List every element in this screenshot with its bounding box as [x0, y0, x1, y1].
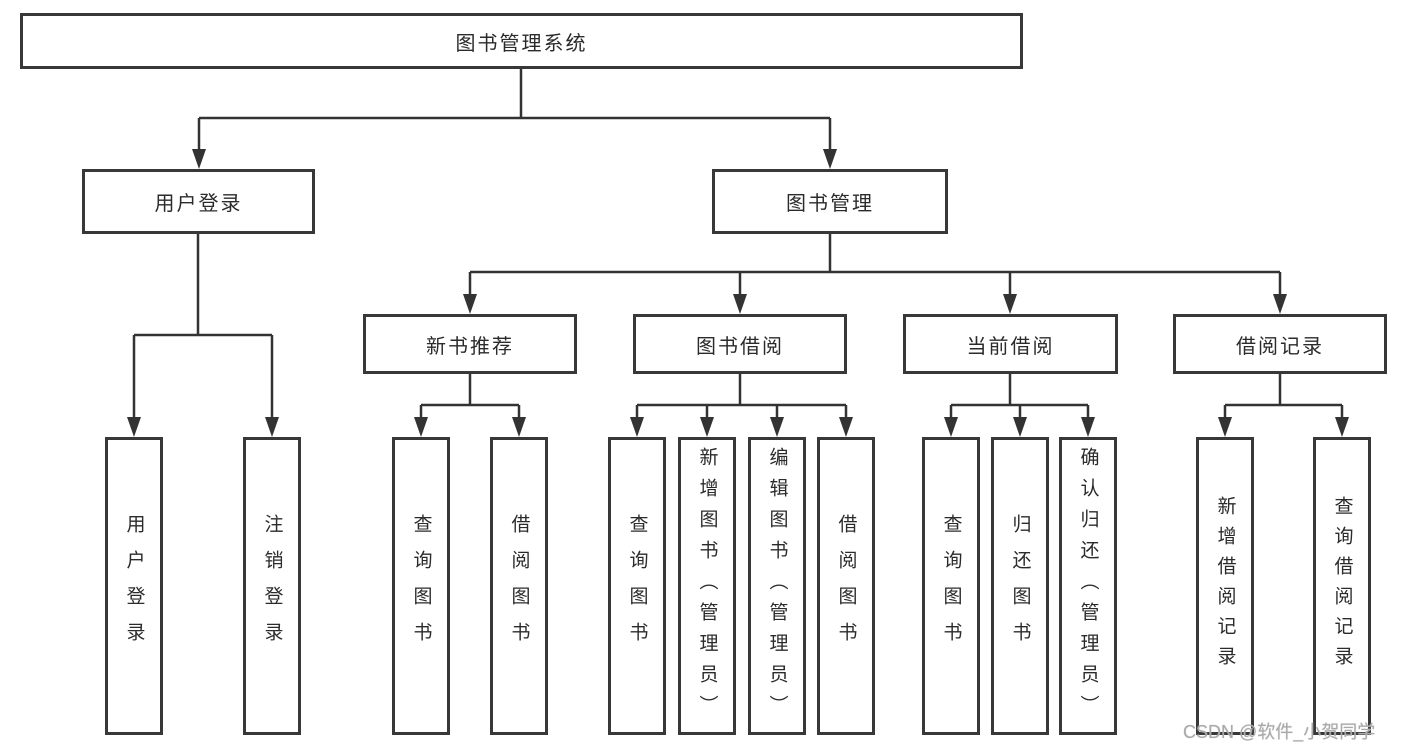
connector-newbook-to-children	[414, 374, 526, 437]
node-leaf-query-books-borrow: 查询图书	[608, 437, 666, 735]
arrowhead	[1003, 294, 1017, 314]
arrowhead	[1013, 417, 1027, 437]
node-leaf-edit-books-admin: 编辑图书（管理员）	[748, 437, 806, 735]
node-leaf-return-books: 归还图书	[991, 437, 1049, 735]
arrowhead	[192, 149, 206, 169]
node-label: 新增图书（管理员）	[696, 446, 718, 726]
node-label: 图书管理	[786, 193, 874, 215]
node-label: 确认归还（管理员）	[1077, 446, 1099, 726]
node-label: 图书借阅	[696, 335, 784, 358]
node-label: 注销登录	[261, 514, 283, 658]
csdn-watermark: CSDN @软件_小贺同学	[1183, 722, 1376, 742]
arrowhead	[1218, 417, 1232, 437]
node-leaf-borrow-books-recommend: 借阅图书	[490, 437, 548, 735]
node-label: 借阅记录	[1236, 335, 1324, 358]
node-new-book-recommend: 新书推荐	[363, 314, 577, 374]
node-library-management-system: 图书管理系统	[20, 13, 1023, 69]
arrowhead	[512, 417, 526, 437]
connector-userlogin-to-children	[127, 234, 279, 437]
node-borrow-record: 借阅记录	[1173, 314, 1387, 374]
arrowhead	[1335, 417, 1349, 437]
node-label: 图书管理系统	[455, 32, 588, 55]
node-book-borrow: 图书借阅	[633, 314, 847, 374]
arrowhead	[265, 417, 279, 437]
node-leaf-query-books-recommend: 查询图书	[392, 437, 450, 735]
node-label: 用户登录	[123, 514, 145, 658]
arrowhead	[1273, 294, 1287, 314]
node-label: 归还图书	[1009, 514, 1031, 658]
node-book-management-branch: 图书管理	[712, 169, 948, 234]
arrowhead	[630, 417, 644, 437]
arrowhead	[839, 417, 853, 437]
node-label: 新书推荐	[426, 335, 514, 358]
node-current-borrow: 当前借阅	[903, 314, 1118, 374]
node-user-login-branch: 用户登录	[82, 169, 315, 234]
arrowhead	[1081, 417, 1095, 437]
node-label: 新增借阅记录	[1214, 496, 1236, 676]
node-leaf-logout: 注销登录	[243, 437, 301, 735]
node-label: 用户登录	[154, 193, 243, 215]
node-leaf-query-books-current: 查询图书	[922, 437, 980, 735]
node-leaf-user-login: 用户登录	[105, 437, 163, 735]
node-label: 当前借阅	[966, 335, 1055, 358]
node-leaf-borrow-books: 借阅图书	[817, 437, 875, 735]
node-label: 查询图书	[940, 514, 962, 658]
node-leaf-confirm-return-admin: 确认归还（管理员）	[1059, 437, 1117, 735]
arrowhead	[944, 417, 958, 437]
arrowhead	[823, 149, 837, 169]
connector-root-to-level2	[192, 69, 837, 169]
node-leaf-add-borrow-record: 新增借阅记录	[1196, 437, 1254, 735]
connector-bookborrow-to-children	[630, 374, 853, 437]
node-label: 查询图书	[626, 514, 648, 658]
node-label: 查询借阅记录	[1331, 496, 1353, 676]
node-label: 查询图书	[410, 514, 432, 658]
arrowhead	[127, 417, 141, 437]
arrowhead	[463, 294, 477, 314]
arrowhead	[414, 417, 428, 437]
arrowhead	[700, 417, 714, 437]
connector-curborrow-to-children	[944, 374, 1095, 437]
node-label: 借阅图书	[508, 514, 530, 658]
node-label: 编辑图书（管理员）	[766, 446, 788, 726]
node-leaf-query-borrow-record: 查询借阅记录	[1313, 437, 1371, 735]
connector-borrowrec-to-children	[1218, 374, 1349, 437]
arrowhead	[770, 417, 784, 437]
node-leaf-add-books-admin: 新增图书（管理员）	[678, 437, 736, 735]
arrowhead	[733, 294, 747, 314]
connector-bookmgmt-to-level3	[463, 234, 1287, 314]
node-label: 借阅图书	[835, 514, 857, 658]
